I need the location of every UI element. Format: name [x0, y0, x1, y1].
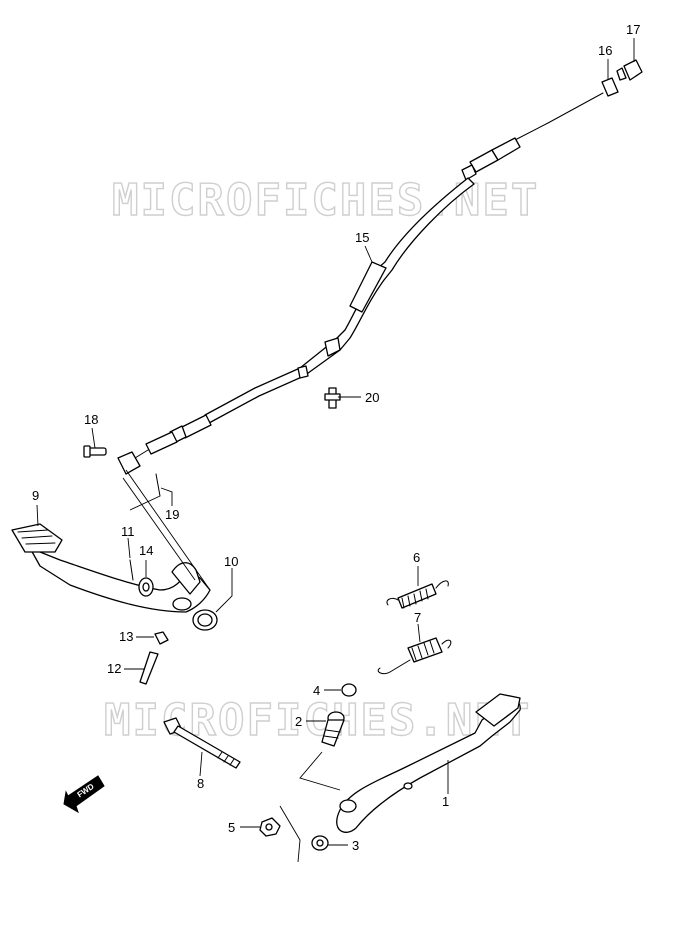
cotter-pin-19 — [155, 473, 161, 497]
cap-4 — [341, 683, 357, 697]
cable-boot — [349, 261, 387, 313]
cotter-pin-11 — [129, 559, 134, 581]
callout-6: 6 — [413, 550, 420, 565]
assembly-line-5 — [279, 805, 301, 863]
spring-6 — [386, 580, 449, 609]
assembly-line-2 — [299, 751, 341, 791]
watermark-top: MICROFICHES.NET — [112, 175, 539, 226]
callout-19: 19 — [165, 507, 179, 522]
clevis-pin — [83, 445, 107, 458]
callout-20: 20 — [365, 390, 379, 405]
cable-inner-top — [514, 122, 549, 141]
callout-3: 3 — [352, 838, 359, 853]
callout-17: 17 — [626, 22, 640, 37]
leader-lines — [36, 38, 635, 846]
pivot-bolt-2 — [321, 711, 345, 747]
cable-end-cap — [616, 59, 643, 81]
callout-2: 2 — [295, 714, 302, 729]
callout-11: 11 — [121, 524, 135, 539]
callout-4: 4 — [313, 683, 320, 698]
fwd-arrow: FWD — [63, 775, 105, 814]
pedal-bushing — [192, 609, 218, 631]
brake-cable — [117, 92, 604, 475]
pedal-pad — [11, 523, 63, 553]
adjuster-nut — [601, 77, 619, 97]
side-stand-body — [336, 699, 521, 833]
cable-rod — [547, 92, 604, 124]
callout-18: 18 — [84, 412, 98, 427]
cable-clevis — [117, 451, 141, 475]
washer-3 — [311, 835, 329, 851]
callout-8: 8 — [197, 776, 204, 791]
bolt-8 — [163, 717, 241, 769]
callout-16: 16 — [598, 43, 612, 58]
callout-numbers: 1 2 3 4 5 6 7 8 9 10 11 12 13 14 15 16 1… — [32, 22, 640, 853]
callout-1: 1 — [442, 794, 449, 809]
side-stand-foot — [475, 693, 521, 727]
washer-14 — [138, 577, 154, 597]
callout-14: 14 — [139, 543, 153, 558]
bolt-20 — [324, 387, 341, 409]
callout-15: 15 — [355, 230, 369, 245]
callout-12: 12 — [107, 661, 121, 676]
callout-10: 10 — [224, 554, 238, 569]
nut-5 — [259, 817, 281, 837]
cable-clamp — [324, 337, 341, 357]
callout-9: 9 — [32, 488, 39, 503]
callout-7: 7 — [414, 610, 421, 625]
callout-13: 13 — [119, 629, 133, 644]
bolt-12 — [139, 651, 159, 685]
callout-5: 5 — [228, 820, 235, 835]
side-stand — [336, 693, 521, 833]
nut-13 — [154, 631, 169, 645]
brake-pedal — [11, 469, 211, 613]
pedal-arm — [29, 547, 211, 613]
spring-7 — [377, 637, 452, 675]
